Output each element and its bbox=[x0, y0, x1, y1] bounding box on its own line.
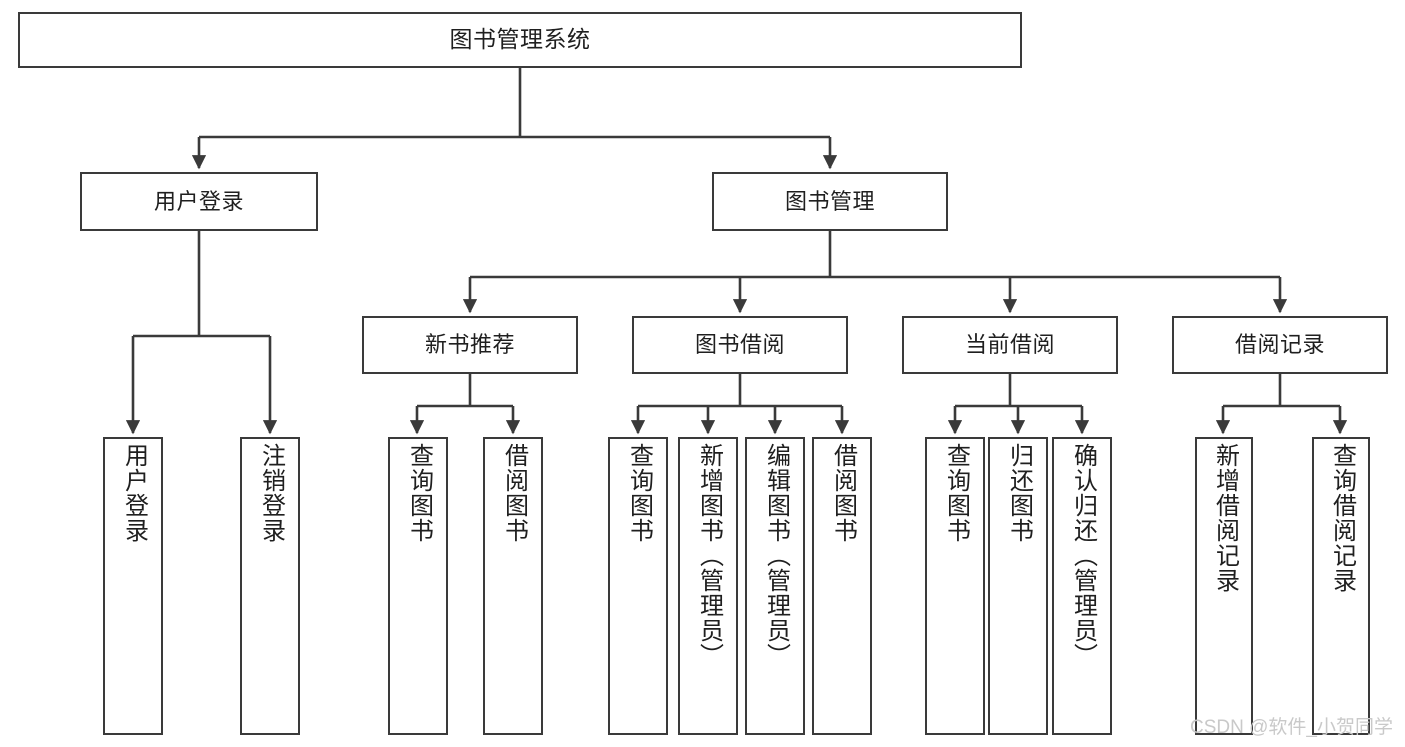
leaf-borrow-take-book[interactable]: 借阅图书 bbox=[812, 437, 872, 735]
node-current-borrow[interactable]: 当前借阅 bbox=[902, 316, 1118, 374]
leaf-user-logout[interactable]: 注销登录 bbox=[240, 437, 300, 735]
node-current-borrow-label: 当前借阅 bbox=[964, 332, 1055, 358]
node-book-borrow-label: 图书借阅 bbox=[694, 332, 785, 358]
leaf-user-login[interactable]: 用户登录 bbox=[103, 437, 163, 735]
node-user-login-label: 用户登录 bbox=[153, 188, 244, 214]
leaf-recommend-borrow-book-label: 借阅图书 bbox=[500, 443, 528, 543]
leaf-borrow-edit-book-admin[interactable]: 编辑图书（管理员） bbox=[745, 437, 805, 735]
leaf-current-return-book-label: 归还图书 bbox=[1005, 443, 1033, 543]
node-root[interactable]: 图书管理系统 bbox=[18, 12, 1022, 68]
leaf-recommend-borrow-book[interactable]: 借阅图书 bbox=[483, 437, 543, 735]
csdn-watermark: CSDN @软件_小贺同学 bbox=[1190, 717, 1393, 738]
node-book-borrow[interactable]: 图书借阅 bbox=[632, 316, 848, 374]
node-borrow-record[interactable]: 借阅记录 bbox=[1172, 316, 1388, 374]
leaf-borrow-edit-book-admin-label: 编辑图书（管理员） bbox=[762, 443, 790, 668]
leaf-current-query-book[interactable]: 查询图书 bbox=[925, 437, 985, 735]
node-root-label: 图书管理系统 bbox=[449, 26, 591, 53]
node-book-management-label: 图书管理 bbox=[784, 188, 875, 214]
leaf-record-query-borrow-record-label: 查询借阅记录 bbox=[1328, 443, 1356, 593]
leaf-record-add-borrow-record[interactable]: 新增借阅记录 bbox=[1195, 437, 1253, 735]
leaf-record-query-borrow-record[interactable]: 查询借阅记录 bbox=[1312, 437, 1370, 735]
leaf-user-logout-label: 注销登录 bbox=[257, 443, 285, 543]
leaf-borrow-add-book-admin[interactable]: 新增图书（管理员） bbox=[678, 437, 738, 735]
leaf-borrow-take-book-label: 借阅图书 bbox=[829, 443, 857, 543]
leaf-current-return-book[interactable]: 归还图书 bbox=[988, 437, 1048, 735]
node-book-management[interactable]: 图书管理 bbox=[712, 172, 948, 231]
leaf-borrow-query-book-label: 查询图书 bbox=[625, 443, 653, 543]
leaf-record-add-borrow-record-label: 新增借阅记录 bbox=[1211, 443, 1239, 593]
node-borrow-record-label: 借阅记录 bbox=[1234, 332, 1325, 358]
node-new-book-recommend-label: 新书推荐 bbox=[424, 332, 515, 358]
leaf-current-confirm-return-admin[interactable]: 确认归还（管理员） bbox=[1052, 437, 1112, 735]
leaf-recommend-query-book-label: 查询图书 bbox=[405, 443, 433, 543]
node-user-login[interactable]: 用户登录 bbox=[80, 172, 318, 231]
leaf-borrow-add-book-admin-label: 新增图书（管理员） bbox=[695, 443, 723, 668]
node-new-book-recommend[interactable]: 新书推荐 bbox=[362, 316, 578, 374]
leaf-user-login-label: 用户登录 bbox=[120, 443, 148, 543]
leaf-current-query-book-label: 查询图书 bbox=[942, 443, 970, 543]
leaf-recommend-query-book[interactable]: 查询图书 bbox=[388, 437, 448, 735]
leaf-current-confirm-return-admin-label: 确认归还（管理员） bbox=[1069, 443, 1097, 668]
leaf-borrow-query-book[interactable]: 查询图书 bbox=[608, 437, 668, 735]
